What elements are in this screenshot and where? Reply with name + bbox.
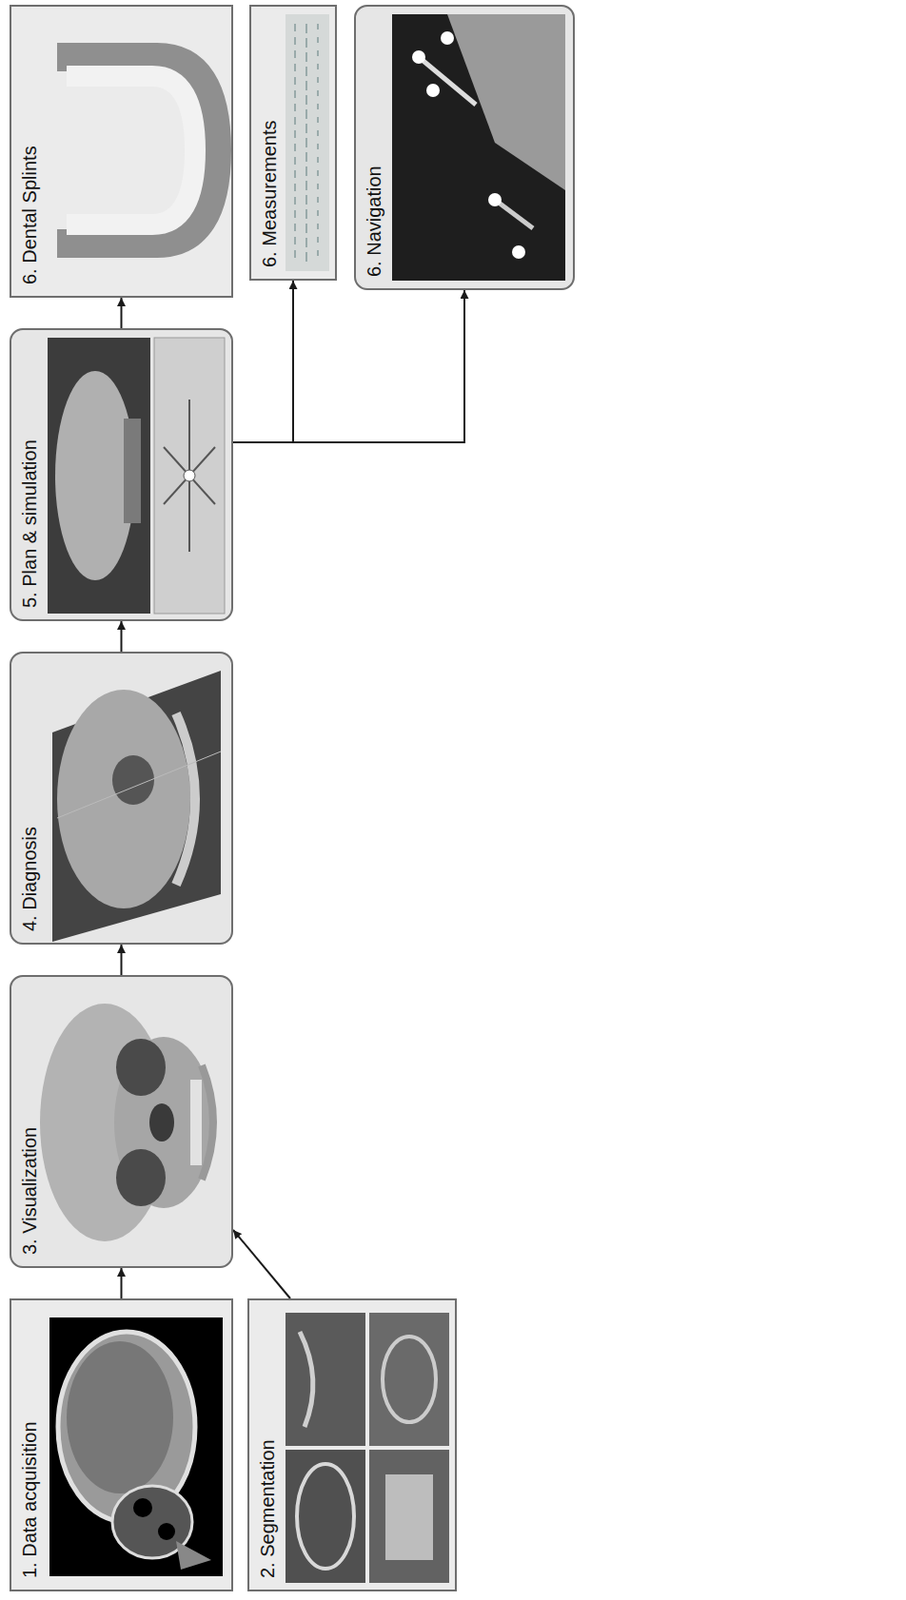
measurement-table [285,14,330,272]
render-view [47,337,151,614]
box-fill [9,328,234,622]
box-title: 4. Diagnosis [17,665,42,936]
table-row [305,23,308,262]
connector-arrow [120,1268,123,1300]
box-fill [247,1299,457,1593]
process-box: 6. Navigation [354,4,575,291]
box-fill [9,975,234,1269]
navigation-photo [392,14,566,281]
segmentation-views [285,1313,450,1584]
ct-slice-image [49,1318,223,1577]
orbit [112,755,155,806]
bone-contour [296,1464,355,1570]
box-title: 2. Segmentation [255,1312,280,1583]
marker-sphere [426,83,440,98]
nose [176,1541,212,1571]
box-fill [9,4,234,298]
table-sheet [285,14,330,272]
tracker [494,199,533,229]
table-row [294,23,296,262]
control-panel [154,337,225,614]
teeth [190,1080,202,1166]
diagnosis-rendering [52,670,221,943]
process-box: 1. Data acquisition [9,1299,234,1593]
sinus [157,1523,176,1541]
box-fill [249,4,337,281]
orbit [116,1149,166,1207]
process-box: 5. Plan & simulation [9,328,234,622]
connector-arrow [233,280,294,443]
skull [57,689,191,909]
box-title: 6. Dental Splints [17,18,42,289]
marker-sphere [412,50,426,64]
connector-arrow [120,945,123,976]
connector-arrow [120,297,123,329]
orbit [116,1039,166,1097]
box-fill [9,651,234,946]
jaw [176,713,196,886]
direction-center [183,470,196,482]
nasal-cavity [149,1103,175,1143]
teeth [123,418,141,524]
box-title: 5. Plan & simulation [17,341,42,612]
sinus [133,1498,153,1518]
box-title: 6. Navigation [361,18,387,281]
view [285,1313,366,1447]
box-fill [354,4,575,291]
mandible [201,1065,214,1181]
table-row [316,23,319,262]
process-box: 4. Diagnosis [9,651,234,946]
photo-background [392,14,566,281]
process-box: 3. Visualization [9,975,234,1269]
box-fills [9,4,575,1593]
view [369,1450,450,1584]
marker-sphere [488,193,502,207]
process-box: 2. Segmentation [247,1299,457,1593]
splint-lower [66,76,196,225]
planning-screen [47,337,225,614]
face [114,1037,214,1209]
surgical-field [447,14,566,191]
skull [55,371,136,581]
marker-sphere [512,245,526,259]
axis-line [57,751,221,819]
ct-background [49,1318,223,1577]
process-box: 6. Dental Splints [9,4,234,298]
view [285,1450,366,1584]
direction-cross [163,447,216,505]
bone-contour [382,1337,436,1423]
box-title: 6. Measurements [256,18,282,272]
connector-arrow [120,621,123,652]
splint-upper [57,57,217,244]
marker-sphere [440,31,454,45]
bone-contour [385,1475,434,1561]
box-title: 1. Data acquisition [17,1312,42,1583]
tracker [418,57,476,105]
process-box: 6. Measurements [249,4,337,281]
connector-arrow [233,290,465,443]
dental-splint [57,57,217,244]
brain [66,1341,174,1495]
box-title: 3. Visualization [17,988,42,1260]
direction-cross [163,447,216,505]
reference-plane [52,670,221,943]
skull-rendering [39,1004,214,1242]
connector-arrow [233,1230,291,1300]
view [369,1313,450,1447]
bone-contour [299,1332,314,1428]
box-fill [9,1299,234,1593]
